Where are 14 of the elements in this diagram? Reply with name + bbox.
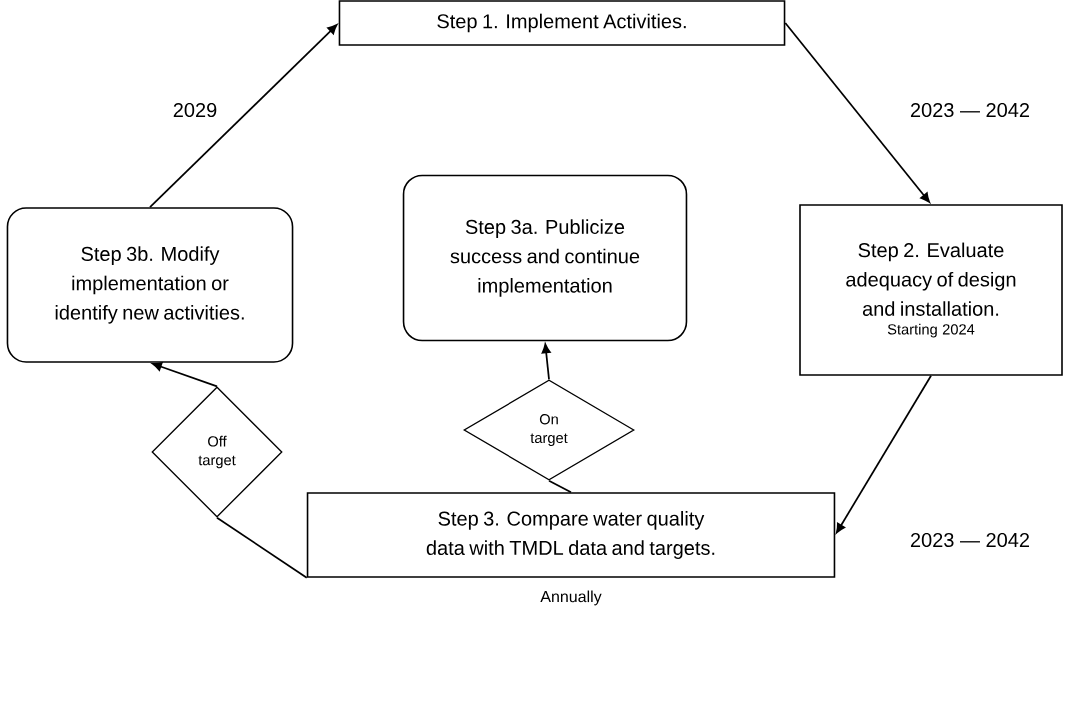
process-box: Step 3. Compare water quality data with TMDL data and targets. <box>306 492 836 578</box>
arrow <box>835 374 932 534</box>
node-label: Annually <box>540 590 602 606</box>
process-box: Step 3b. Modify implementation or identify new activities. <box>6 207 294 363</box>
arrow <box>541 343 551 381</box>
edge-label: 2023 — 2042 <box>910 102 1029 118</box>
process-box: Step 2. Evaluate adequacy of design and installation. Starting 2024 <box>799 204 1063 376</box>
process-box: Step 1. Implement Activities. <box>338 0 786 46</box>
arrow <box>152 362 218 388</box>
arrow <box>784 22 930 203</box>
arrow <box>149 24 338 209</box>
edge-label: 2029 <box>173 102 217 118</box>
edge-label: 2023 — 2042 <box>910 532 1029 548</box>
process-box: Step 3a. Publicize success and continue implementation <box>402 174 688 342</box>
